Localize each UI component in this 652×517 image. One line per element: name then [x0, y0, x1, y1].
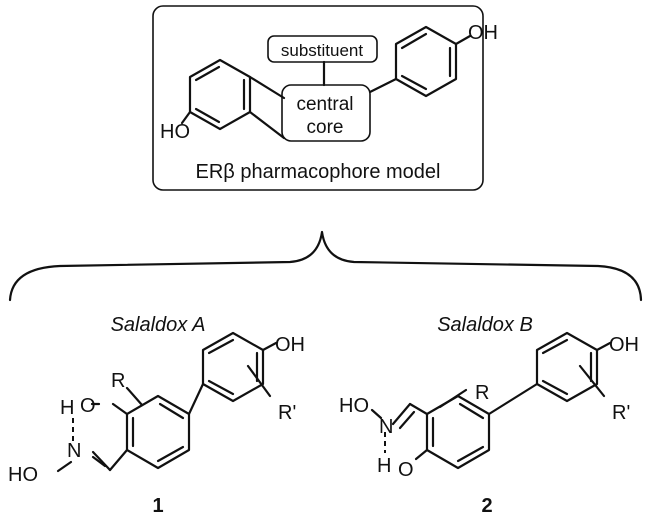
compound-salaldox-a: Salaldox A R R' OH H O N HO 1: [8, 314, 305, 517]
salaldox-a-name: Salaldox A: [111, 314, 206, 336]
model-right-ring: [368, 25, 472, 98]
salaldox-b-oh-label: OH: [609, 334, 639, 356]
salaldox-a-ring-2: [201, 331, 265, 403]
salaldox-a-ho-label: HO: [8, 464, 38, 486]
salaldox-b-ho-label: HO: [339, 395, 369, 417]
salaldox-b-name: Salaldox B: [437, 314, 533, 336]
compound-number-1: 1: [152, 495, 163, 517]
model-frame: [152, 5, 484, 191]
substituent-label: substituent: [281, 41, 363, 60]
model-caption: ERβ pharmacophore model: [196, 161, 441, 183]
substituent-box: [267, 35, 378, 63]
salaldox-b-ring-2: [535, 331, 599, 403]
salaldox-a-o-label: O: [80, 395, 96, 417]
bond-core-left-top: [248, 75, 286, 100]
curly-brace: [8, 230, 643, 302]
salaldox-b-n-label: N: [379, 416, 393, 438]
salaldox-b-r-label: R: [475, 382, 489, 404]
core-label-line2: core: [307, 117, 344, 138]
salaldox-b-r-prime-label: R': [612, 402, 630, 424]
salaldox-a-oh-label: OH: [275, 334, 305, 356]
salaldox-b-h-label: H: [377, 455, 391, 477]
model-oh-label: OH: [468, 22, 498, 44]
salaldox-b-ring-1: [425, 394, 491, 470]
model-left-ring: [180, 58, 252, 131]
central-core-box: [281, 84, 371, 142]
salaldox-a-r-label: R: [111, 370, 125, 392]
bond-core-left-bottom: [248, 110, 286, 140]
core-label-line1: central: [296, 94, 353, 115]
salaldox-a-h-label: H: [60, 397, 74, 419]
pharmacophore-model: substituent central core OH HO ERβ pharm…: [152, 5, 498, 191]
salaldox-a-n-label: N: [67, 440, 81, 462]
salaldox-a-ring-1: [125, 394, 191, 470]
compound-salaldox-b: Salaldox B R R' OH HO N H O 2: [339, 314, 639, 517]
salaldox-b-o-label: O: [398, 459, 414, 481]
salaldox-a-r-prime-label: R': [278, 402, 296, 424]
compound-number-2: 2: [481, 495, 492, 517]
model-ho-label: HO: [160, 121, 190, 143]
